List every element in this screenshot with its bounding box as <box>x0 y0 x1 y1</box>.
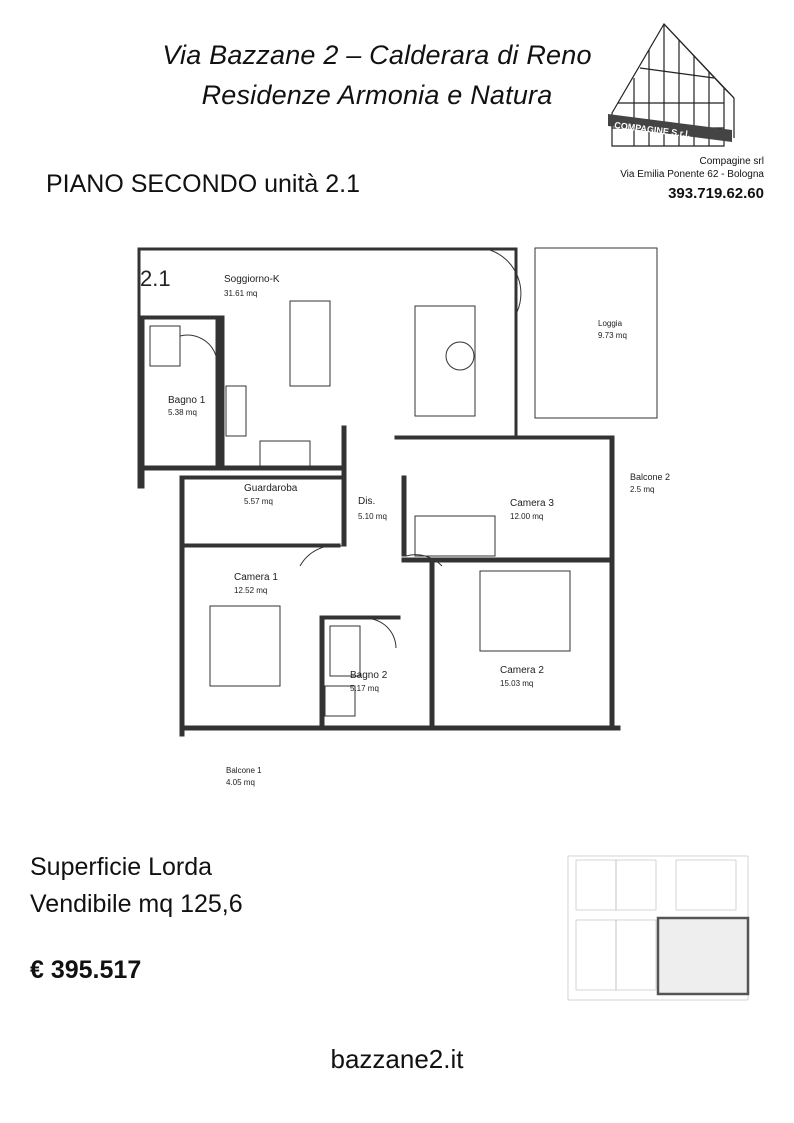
room-name: Camera 3 <box>510 498 554 509</box>
floor-plan: 2.1 Soggiorno-K 31.61 mq Loggia 9.73 mq … <box>137 247 670 787</box>
room-area: 5.17 mq <box>350 684 379 693</box>
room-name: Balcone 2 <box>630 472 670 482</box>
company-address: Via Emilia Ponente 62 - Bologna <box>620 169 764 180</box>
title-address: Via Bazzane 2 – Calderara di Reno <box>162 40 592 70</box>
room-area: 12.00 mq <box>510 512 543 521</box>
room-name: Soggiorno-K <box>224 274 280 285</box>
title-residence: Residenze Armonia e Natura <box>201 80 553 110</box>
room-name: Bagno 1 <box>168 395 206 406</box>
room-name: Bagno 2 <box>350 670 388 681</box>
room-area: 9.73 mq <box>598 331 627 340</box>
room-area: 5.10 mq <box>358 512 387 521</box>
room-name: Guardaroba <box>244 483 298 494</box>
compagine-logo: COMPAGINE S.r.l. <box>608 23 735 147</box>
room-area: 2.5 mq <box>630 485 654 494</box>
unit-highlight <box>656 916 750 996</box>
room-name: Balcone 1 <box>226 766 262 775</box>
key-plan-thumbnail <box>567 855 750 1001</box>
company-phone: 393.719.62.60 <box>668 185 764 202</box>
surface-label: Superficie Lorda <box>30 853 213 881</box>
room-area: 5.57 mq <box>244 497 273 506</box>
price: € 395.517 <box>30 956 142 984</box>
floor-label: PIANO SECONDO unità 2.1 <box>46 170 361 198</box>
room-area: 15.03 mq <box>500 679 533 688</box>
room-name: Dis. <box>358 496 375 507</box>
website: bazzane2.it <box>330 1044 464 1074</box>
surface-value: Vendibile mq 125,6 <box>30 890 243 918</box>
room-name: Camera 1 <box>234 572 278 583</box>
unit-id: 2.1 <box>140 266 171 291</box>
room-name: Loggia <box>598 319 623 328</box>
room-area: 5.38 mq <box>168 408 197 417</box>
room-name: Camera 2 <box>500 665 544 676</box>
company-name: Compagine srl <box>699 156 764 167</box>
room-area: 31.61 mq <box>224 289 257 298</box>
room-area: 4.05 mq <box>226 778 255 787</box>
room-area: 12.52 mq <box>234 586 267 595</box>
